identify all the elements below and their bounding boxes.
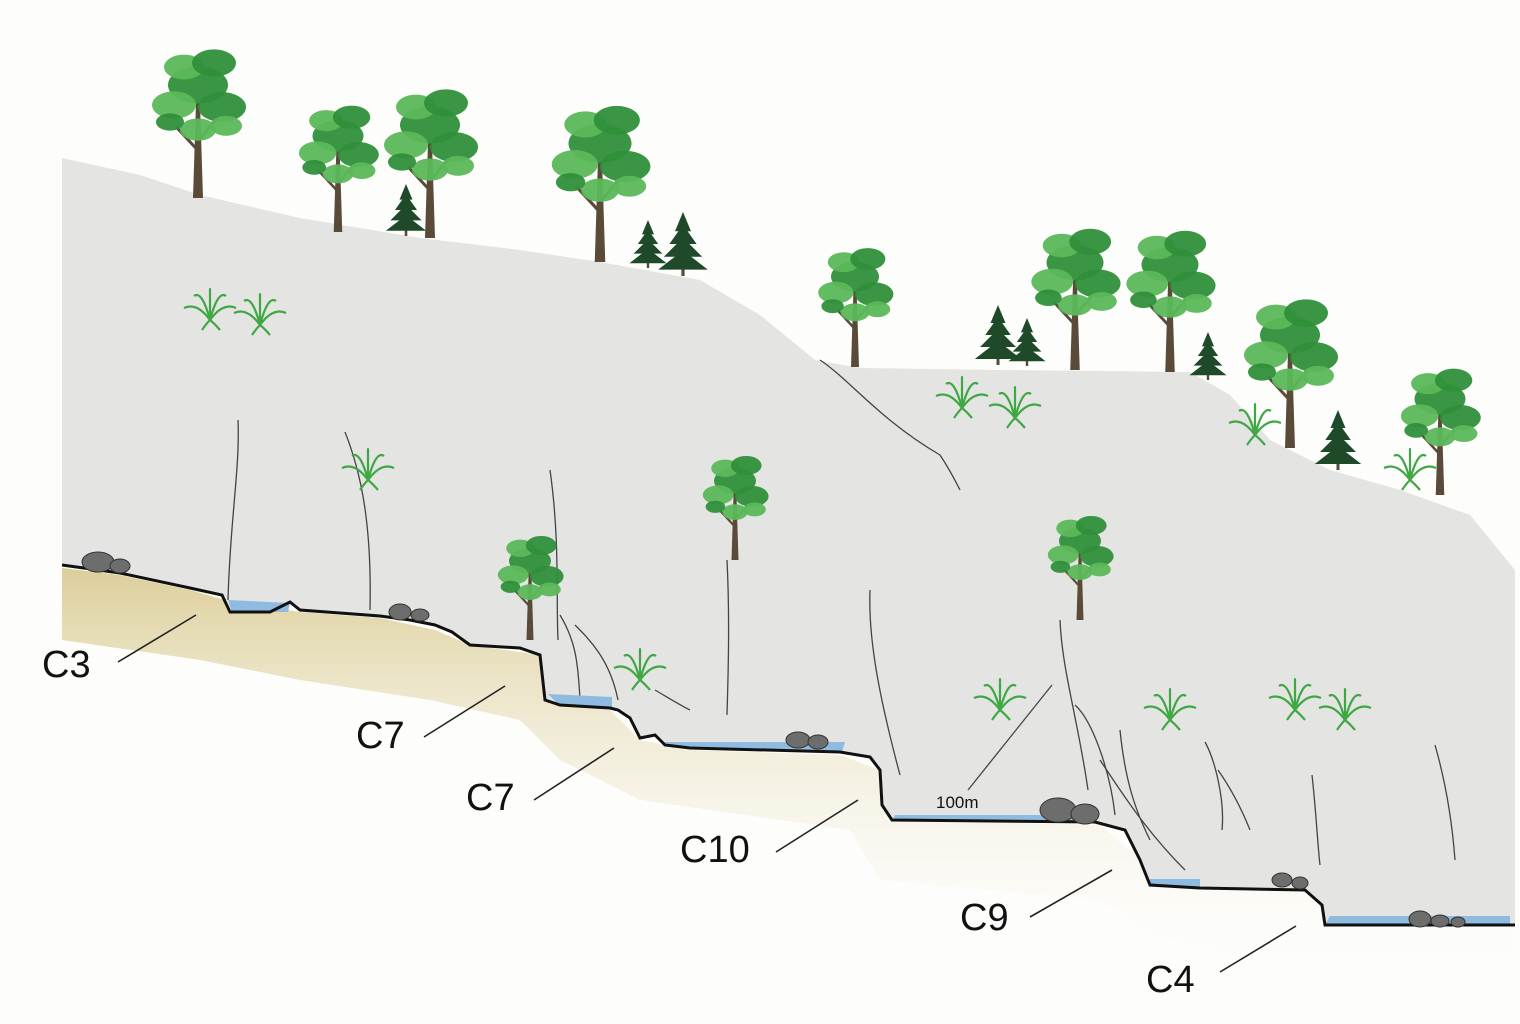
label-leader-lines [117, 614, 1297, 973]
tree-6 [1031, 228, 1121, 370]
conifer-1 [385, 184, 427, 236]
tree-1 [152, 49, 246, 198]
conifer-6 [1189, 332, 1227, 380]
fern-10 [1318, 688, 1372, 731]
tree-12 [1047, 515, 1114, 620]
fern-9 [1268, 678, 1322, 721]
fern-2 [233, 293, 287, 336]
boulders [81, 551, 1466, 928]
label-c7-upper: C7 [356, 715, 405, 757]
cliff-face [62, 158, 1515, 925]
conifer-3 [658, 212, 708, 276]
label-c7-lower: C7 [466, 777, 515, 819]
fern-7 [973, 678, 1027, 721]
label-c3: C3 [42, 644, 91, 686]
cliff-cracks [227, 359, 1456, 871]
fern-1 [183, 288, 237, 331]
tree-3 [384, 89, 478, 238]
fern-3 [341, 448, 395, 491]
tree-2 [298, 105, 379, 232]
deciduous-trees [152, 49, 1481, 640]
fern-6 [988, 386, 1042, 429]
conifer-trees [385, 184, 1362, 470]
tree-8 [1244, 299, 1338, 448]
conifer-2 [629, 220, 667, 268]
tree-7 [1126, 230, 1216, 372]
fern-11 [1228, 403, 1282, 446]
label-c9: C9 [960, 897, 1009, 939]
tree-9 [1400, 368, 1481, 495]
tree-4 [551, 105, 651, 262]
scale-label: 100m [936, 793, 979, 812]
fern-12 [1383, 448, 1437, 491]
conifer-4 [974, 305, 1022, 365]
ground-shadow [62, 568, 1515, 990]
conifer-5 [1008, 318, 1046, 366]
tree-5 [818, 248, 894, 367]
canyon-floor-line [61, 563, 1515, 927]
tree-11 [702, 455, 769, 560]
fern-8 [1143, 688, 1197, 731]
ferns [183, 288, 1437, 731]
tree-10 [497, 535, 564, 640]
conifer-7 [1314, 410, 1362, 470]
fern-5 [935, 376, 989, 419]
fern-4 [613, 648, 667, 691]
label-c10: C10 [680, 829, 750, 871]
label-c4: C4 [1146, 959, 1195, 1001]
